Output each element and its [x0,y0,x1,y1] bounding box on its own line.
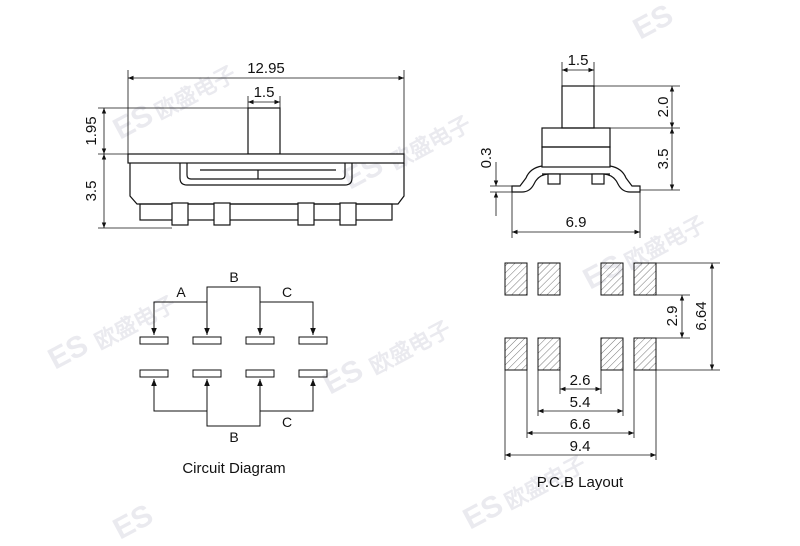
circuit-diagram [139,286,328,427]
side-slot-inner [186,163,346,180]
side-view [127,107,405,226]
pcb-pad [633,262,657,296]
pcb-layout [504,262,657,371]
watermark-brand: ES [108,98,159,146]
side-terminal [213,202,231,226]
side-top-plate [127,153,405,164]
circuit-contact [192,369,222,378]
end-lead-left [511,165,549,193]
watermark-brand: ES [458,488,509,536]
end-body-upper [541,127,611,148]
watermark-brand: ES [43,328,94,376]
pcb-pad [633,337,657,371]
circuit-contact [298,369,328,378]
circuit-label-b-top: B [229,269,238,285]
circuit-caption: Circuit Diagram [182,460,285,477]
end-dimensions [490,62,680,238]
watermark-brand: ES [108,498,159,546]
circuit-contact [139,369,169,378]
watermark-chars: 欧盛电子 [386,111,475,174]
side-base [139,203,393,221]
label-pcb-span-2: 5.4 [570,394,591,411]
end-view [511,85,641,193]
label-end-actuator-height: 2.0 [655,97,672,118]
side-actuator [247,107,281,155]
label-end-width: 6.9 [566,214,587,231]
label-pcb-row-pitch: 2.9 [664,306,681,327]
pcb-pad [504,262,528,296]
label-actuator-width: 1.5 [254,84,275,101]
circuit-contact [245,369,275,378]
watermark-chars: 欧盛电子 [91,291,180,354]
side-dimensions [98,70,405,229]
end-foot [547,173,561,185]
pcb-pad [600,337,624,371]
side-slot [179,163,353,186]
pcb-pad [537,262,561,296]
end-foot [591,173,605,185]
label-pcb-overall: 9.4 [570,438,591,455]
end-lead-right [603,165,641,193]
circuit-contact [245,336,275,345]
side-terminal [171,202,189,226]
label-pcb-outer-height: 6.64 [693,301,710,330]
label-lead-thickness: 0.3 [478,148,495,169]
circuit-label-c-bottom: C [282,414,292,430]
pcb-pad [504,337,528,371]
circuit-contact [298,336,328,345]
pcb-pad [600,262,624,296]
label-end-body-height: 3.5 [655,149,672,170]
circuit-contact [139,336,169,345]
label-pcb-span-3: 6.6 [570,416,591,433]
label-body-height: 3.5 [83,181,100,202]
end-actuator [561,85,595,129]
circuit-wire-bottom [153,379,314,427]
pcb-caption: P.C.B Layout [537,474,624,491]
pcb-pad [537,337,561,371]
watermark-chars: 欧盛电子 [366,316,455,379]
end-body-lower [541,146,611,168]
circuit-label-a: A [176,284,186,300]
circuit-label-c-top: C [282,284,292,300]
side-terminal [339,202,357,226]
circuit-wire-top [153,286,314,335]
label-overall-width: 12.95 [247,60,285,77]
pcb-dimensions [504,262,720,460]
label-pcb-inner-span: 2.6 [570,372,591,389]
label-end-actuator-width: 1.5 [568,52,589,69]
watermark-chars: 欧盛电子 [151,61,240,124]
label-actuator-height: 1.95 [83,116,100,145]
watermark-brand: ES [628,0,679,46]
circuit-contact [192,336,222,345]
circuit-label-b-bottom: B [229,429,238,445]
side-terminal [297,202,315,226]
